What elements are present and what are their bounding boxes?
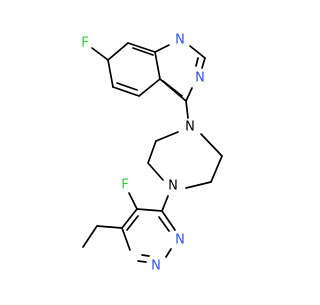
bond [155, 131, 179, 142]
nitrogen-atom-label: N [195, 71, 205, 86]
bond [147, 162, 164, 181]
bond [158, 216, 170, 232]
bond [121, 227, 131, 251]
bond [121, 208, 138, 229]
atom-labels: F N N N N F N N [81, 33, 205, 274]
bond [128, 192, 138, 210]
bond [91, 47, 109, 61]
nitrogen-atom-label: N [175, 233, 185, 248]
bonds [82, 42, 223, 263]
bond [195, 57, 199, 67]
molecule-drawing: F N N N N F N N [81, 33, 223, 274]
fluorine-atom-label: F [81, 36, 88, 51]
bond [185, 100, 189, 119]
bond [126, 215, 139, 231]
bond [137, 260, 147, 263]
bond [154, 51, 161, 80]
bond [165, 248, 172, 258]
bond [107, 59, 114, 88]
bond [147, 140, 157, 164]
structure-canvas: F N N N N F N N [81, 32, 223, 274]
bond [141, 254, 150, 257]
bond [132, 47, 154, 56]
bond [136, 208, 163, 212]
bond [112, 86, 140, 97]
bond [82, 225, 98, 248]
nitrogen-atom-label: N [175, 33, 185, 48]
bond [116, 82, 138, 91]
nitrogen-atom-label: N [168, 179, 178, 194]
bond [185, 87, 193, 102]
bond [161, 210, 176, 231]
bond [185, 181, 212, 189]
nitrogen-atom-label: N [185, 120, 195, 135]
nitrogen-atom-label: N [151, 259, 161, 274]
bond [210, 155, 223, 183]
fluorine-atom-label: F [121, 178, 128, 193]
bond [96, 225, 123, 229]
bond [189, 45, 206, 59]
bond [161, 195, 169, 212]
bond [107, 42, 129, 61]
bond [200, 133, 223, 157]
bond [201, 57, 206, 69]
bond [138, 78, 161, 97]
bond [154, 44, 170, 53]
bond [162, 80, 183, 97]
bond [127, 42, 156, 53]
